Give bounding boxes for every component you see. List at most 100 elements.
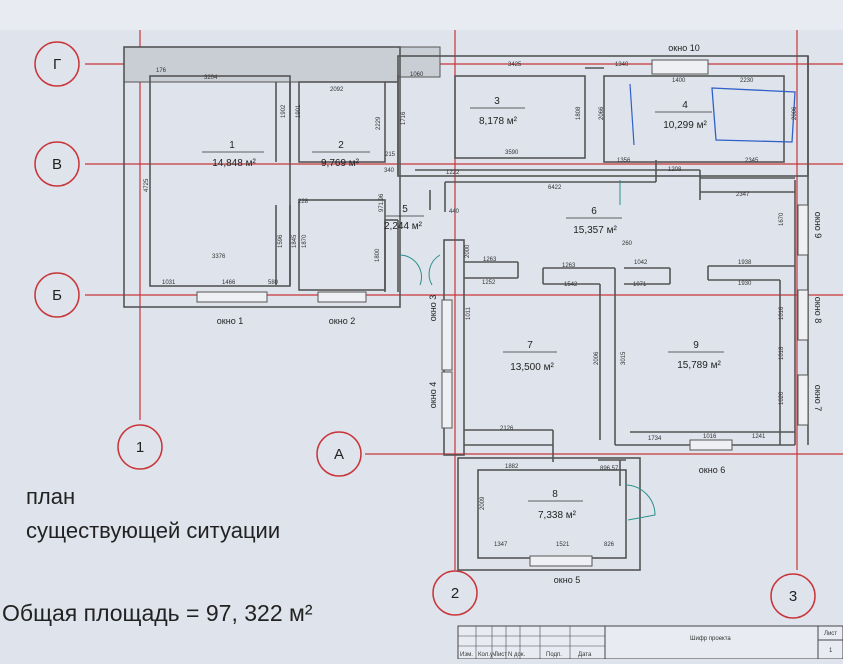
dim-label: 3015 xyxy=(621,351,627,365)
dim-label: 340 xyxy=(384,168,395,174)
room-4-number: 4 xyxy=(682,100,688,111)
dim-label: 1901 xyxy=(296,104,302,118)
axis-label-v: В xyxy=(52,156,62,173)
dim-label: 1734 xyxy=(648,436,662,442)
total-area-label: Общая площадь = 97, 322 м² xyxy=(2,600,313,626)
room-2-number: 2 xyxy=(338,140,344,151)
dim-label: 1542 xyxy=(564,282,578,288)
window-8-label: окно 8 xyxy=(813,297,823,323)
room-6-number: 6 xyxy=(591,206,597,217)
dim-label: 1930 xyxy=(738,281,752,287)
dim-label: 1596 xyxy=(278,234,284,248)
dim-label: 2347 xyxy=(736,192,750,198)
room-1-area: 14,848 м² xyxy=(212,158,256,169)
room-labels: 1 14,848 м² 2 9,769 м² 3 8,178 м² 4 10,2… xyxy=(202,96,724,521)
stamp-col-label: Кол.уч xyxy=(478,652,496,658)
dim-label: 1263 xyxy=(483,257,497,263)
dim-label: 2345 xyxy=(745,158,759,164)
dim-label: 215 xyxy=(385,152,396,158)
dim-label: 1808 xyxy=(576,106,582,120)
blue-annotation-sketch xyxy=(711,87,796,143)
window-6-label: окно 6 xyxy=(699,465,725,475)
door-swings xyxy=(399,180,656,521)
dim-label: 1902 xyxy=(281,104,287,118)
dimension-labels: 176 3204 1060 3425 1340 1400 2230 2092 1… xyxy=(144,62,798,548)
dim-label: 971.96 xyxy=(379,193,385,212)
dim-label: 1670 xyxy=(779,212,785,226)
room-8-number: 8 xyxy=(552,489,558,500)
dim-label: 1241 xyxy=(752,434,766,440)
stamp-project-title: Шифр проекта xyxy=(690,636,731,642)
dim-label: 2229 xyxy=(376,116,382,130)
room-7-number: 7 xyxy=(527,340,533,351)
axis-label-1: 1 xyxy=(136,439,144,456)
window-labels: окно 1 окно 2 окно 3 окно 4 окно 5 окно … xyxy=(217,43,823,585)
dim-label: 2009 xyxy=(480,496,486,510)
room-7-area: 13,500 м² xyxy=(510,362,554,373)
dim-label: 2230 xyxy=(740,78,754,84)
dim-label: 176 xyxy=(156,68,167,74)
dim-label: 580 xyxy=(268,280,279,286)
window-4-label: окно 4 xyxy=(428,382,438,408)
stamp-col-label: Дата xyxy=(578,652,592,658)
room-2-area: 9,769 м² xyxy=(321,158,360,169)
axis-label-3: 3 xyxy=(789,588,797,605)
dim-label: 1716 xyxy=(401,111,407,125)
room-6-area: 15,357 м² xyxy=(573,225,617,236)
axis-bubble-v xyxy=(34,141,80,187)
dim-label: 4725 xyxy=(144,178,150,192)
axis-label-g: Г xyxy=(53,56,61,73)
room-8-area: 7,338 м² xyxy=(538,510,577,521)
dim-label: 1071 xyxy=(633,282,647,288)
window-3-label: окно 3 xyxy=(428,295,438,321)
blue-annotation-line xyxy=(629,83,635,146)
walls xyxy=(123,46,809,571)
room-3-number: 3 xyxy=(494,96,500,107)
dim-label: 1938 xyxy=(738,260,752,266)
plan-title-line-1: план xyxy=(26,484,76,509)
stamp-col-label: N док. xyxy=(508,652,525,658)
stamp-col-label: Лист xyxy=(494,652,507,658)
dim-label: 3204 xyxy=(204,75,218,81)
dim-label: 1340 xyxy=(615,62,629,68)
axis-bubble-b xyxy=(34,272,80,318)
dim-label: 826 xyxy=(604,542,615,548)
room-9-area: 15,789 м² xyxy=(677,360,721,371)
dim-label: 2066 xyxy=(599,106,605,120)
dim-label: 1060 xyxy=(410,72,424,78)
dim-label: 1222 xyxy=(446,170,460,176)
axis-label-b: Б xyxy=(52,287,62,304)
grid-axis-bubbles: Г В Б А 1 2 3 xyxy=(34,41,816,619)
window-7-label: окно 7 xyxy=(813,385,823,411)
dim-label: 1870 xyxy=(302,234,308,248)
dim-label: 2006 xyxy=(594,351,600,365)
dim-label: 1356 xyxy=(617,158,631,164)
dim-label: 2092 xyxy=(330,87,344,93)
dim-label: 1800 xyxy=(375,248,381,262)
axis-bubble-3 xyxy=(770,573,816,619)
dim-label: 3425 xyxy=(508,62,522,68)
dim-label: 896.57 xyxy=(600,466,619,472)
room-5-number: 5 xyxy=(402,204,408,215)
dim-label: 1845 xyxy=(292,234,298,248)
axis-bubble-2 xyxy=(432,570,478,616)
window-1-label: окно 1 xyxy=(217,316,243,326)
axis-label-a: А xyxy=(334,446,344,463)
dim-label: 1016 xyxy=(779,306,785,320)
window-2-label: окно 2 xyxy=(329,316,355,326)
axis-label-2: 2 xyxy=(451,585,459,602)
axis-bubble-g xyxy=(34,41,80,87)
dim-label: 440 xyxy=(449,209,460,215)
stamp-sheet-label: Лист xyxy=(824,631,837,637)
room-1-number: 1 xyxy=(229,140,235,151)
room-9-number: 9 xyxy=(693,340,699,351)
axis-bubble-1 xyxy=(117,424,163,470)
dim-label: 1208 xyxy=(668,167,682,173)
dim-label: 1020 xyxy=(779,391,785,405)
dim-label: 1466 xyxy=(222,280,236,286)
dim-label: 1031 xyxy=(162,280,176,286)
window-5-label: окно 5 xyxy=(554,575,580,585)
dim-label: 1252 xyxy=(482,280,496,286)
dim-label: 1016 xyxy=(703,434,717,440)
window-marks xyxy=(196,59,809,567)
